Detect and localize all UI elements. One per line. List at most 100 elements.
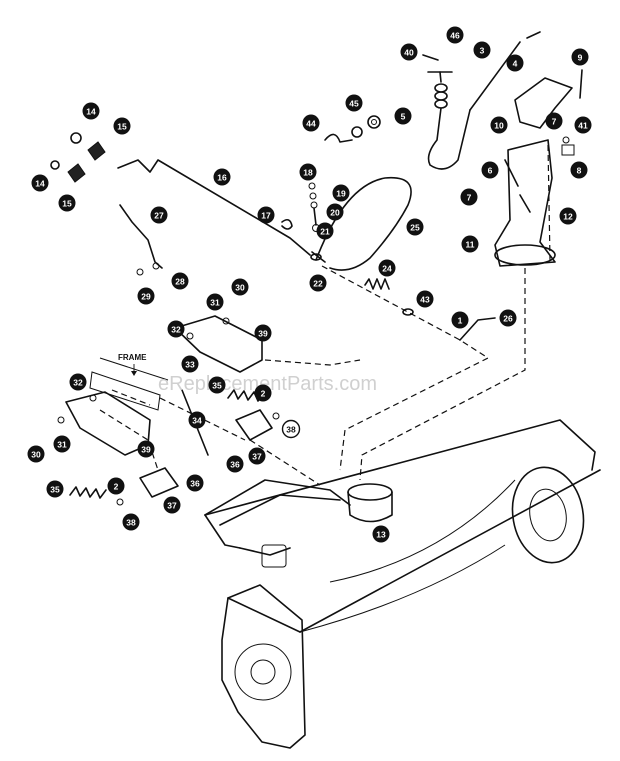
callout-label: 29 (141, 292, 151, 302)
callout-label: 31 (210, 298, 220, 308)
callout-circle (461, 235, 479, 253)
callout-label: 18 (303, 168, 313, 178)
callout-circle (208, 376, 226, 394)
callout-label: 28 (175, 277, 185, 287)
callout-c45: 45 (345, 94, 363, 112)
callout-circle (446, 26, 464, 44)
callout-label: 25 (410, 223, 420, 233)
callout-circle (281, 419, 301, 439)
callout-c5: 5 (394, 107, 412, 125)
callout-label: 32 (171, 325, 181, 335)
callout-circle (460, 188, 478, 206)
callout-c37b: 37 (163, 496, 181, 514)
callout-label: 15 (117, 122, 127, 132)
callout-label: 5 (401, 112, 406, 122)
callout-c7b: 7 (460, 188, 478, 206)
callout-circle (163, 496, 181, 514)
callout-c37a: 37 (248, 447, 266, 465)
callout-circle (416, 290, 434, 308)
callout-c9: 9 (571, 48, 589, 66)
callout-circle (137, 440, 155, 458)
callout-label: 2 (261, 389, 266, 399)
callout-label: 46 (450, 31, 460, 41)
callout-circle (107, 477, 125, 495)
callout-c26: 26 (499, 309, 517, 327)
callout-label: 22 (313, 279, 323, 289)
callout-circle (46, 480, 64, 498)
callout-c18: 18 (299, 163, 317, 181)
callout-circle (58, 194, 76, 212)
callout-circle (406, 218, 424, 236)
callout-label: 1 (458, 316, 463, 326)
callout-c7a: 7 (545, 112, 563, 130)
callout-circle (372, 525, 390, 543)
callout-circle (481, 161, 499, 179)
callout-label: 7 (467, 193, 472, 203)
callout-circle (309, 274, 327, 292)
lever (119, 204, 163, 276)
callout-circle (571, 48, 589, 66)
callout-circle (316, 222, 334, 240)
callout-c21: 21 (316, 222, 334, 240)
bracket-assembly (57, 315, 280, 506)
callout-circle (188, 411, 206, 429)
callout-circle (248, 447, 266, 465)
callout-label: 43 (420, 295, 430, 305)
callout-label: 13 (376, 530, 386, 540)
callout-circle (332, 184, 350, 202)
callout-c35b: 35 (46, 480, 64, 498)
callout-c22: 22 (309, 274, 327, 292)
callout-label: 32 (73, 378, 83, 388)
callout-circle (171, 272, 189, 290)
callout-label: 6 (488, 166, 493, 176)
callout-c32a: 32 (167, 320, 185, 338)
callout-c11: 11 (461, 235, 479, 253)
callout-c36a: 36 (226, 455, 244, 473)
callout-label: 35 (50, 485, 60, 495)
callout-label: 26 (503, 314, 513, 324)
callout-c28: 28 (171, 272, 189, 290)
auger-housing (204, 419, 601, 749)
callout-c27: 27 (150, 206, 168, 224)
callout-c46: 46 (446, 26, 464, 44)
callout-label: 33 (185, 360, 195, 370)
callout-c10: 10 (490, 116, 508, 134)
callout-circle (186, 474, 204, 492)
callout-c14a: 14 (82, 102, 100, 120)
callout-circle (299, 163, 317, 181)
callout-circle (545, 112, 563, 130)
crank-rod-assembly (117, 115, 496, 341)
callout-label: 45 (349, 99, 359, 109)
callout-label: 35 (212, 381, 222, 391)
frame-label: FRAME (118, 353, 147, 376)
callout-label: 27 (154, 211, 164, 221)
callout-label: 36 (190, 479, 200, 489)
callout-c36b: 36 (186, 474, 204, 492)
callout-label: 37 (252, 452, 262, 462)
callout-c14b: 14 (31, 174, 49, 192)
callout-circle (506, 54, 524, 72)
callout-circle (394, 107, 412, 125)
callout-c32b: 32 (69, 373, 87, 391)
callout-label: 14 (35, 179, 45, 189)
callout-c25: 25 (406, 218, 424, 236)
callout-c29: 29 (137, 287, 155, 305)
callout-label: 14 (86, 107, 96, 117)
callout-circle (400, 43, 418, 61)
callout-label: 31 (57, 440, 67, 450)
callout-circle (570, 161, 588, 179)
callout-label: 3 (480, 46, 485, 56)
callout-c33: 33 (181, 355, 199, 373)
callout-circle (122, 513, 140, 531)
callout-label: 44 (306, 119, 316, 129)
callout-c2a: 2 (254, 384, 272, 402)
callout-label: 10 (494, 121, 504, 131)
callout-label: 38 (126, 518, 136, 528)
hardware-stack (308, 182, 320, 232)
callout-c17: 17 (257, 206, 275, 224)
chute-assembly (494, 69, 583, 267)
callout-circle (31, 174, 49, 192)
callout-c31a: 31 (206, 293, 224, 311)
callout-circle (574, 116, 592, 134)
